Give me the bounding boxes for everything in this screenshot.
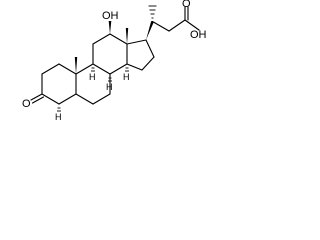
stereo-h-hashes (57, 67, 129, 112)
carboxyl-bonds (184, 6, 189, 21)
hydroxyl-label: OH (102, 10, 119, 22)
methyl-wedges (74, 28, 129, 74)
acid-oxygen-label: O (182, 0, 191, 10)
ring-a-bonds (41, 63, 77, 105)
ketone-oxygen-label: O (22, 98, 31, 110)
h8-label: H (89, 72, 96, 82)
molecule-structure: OH O OH O H H H H (22, 0, 206, 120)
side-chain-bonds (146, 19, 200, 40)
h14-label: H (123, 72, 130, 82)
h5-label: H (55, 112, 62, 120)
ring-c-bonds (92, 33, 128, 75)
ketone-bond (30, 93, 45, 104)
hydroxyl-wedge (108, 21, 112, 34)
acid-hydroxyl-label: OH (190, 29, 206, 41)
h9-label: H (106, 82, 113, 92)
ring-d-bonds (126, 39, 155, 71)
ring-b-bonds (75, 63, 111, 105)
side-chain-methyl-hash (148, 5, 157, 19)
